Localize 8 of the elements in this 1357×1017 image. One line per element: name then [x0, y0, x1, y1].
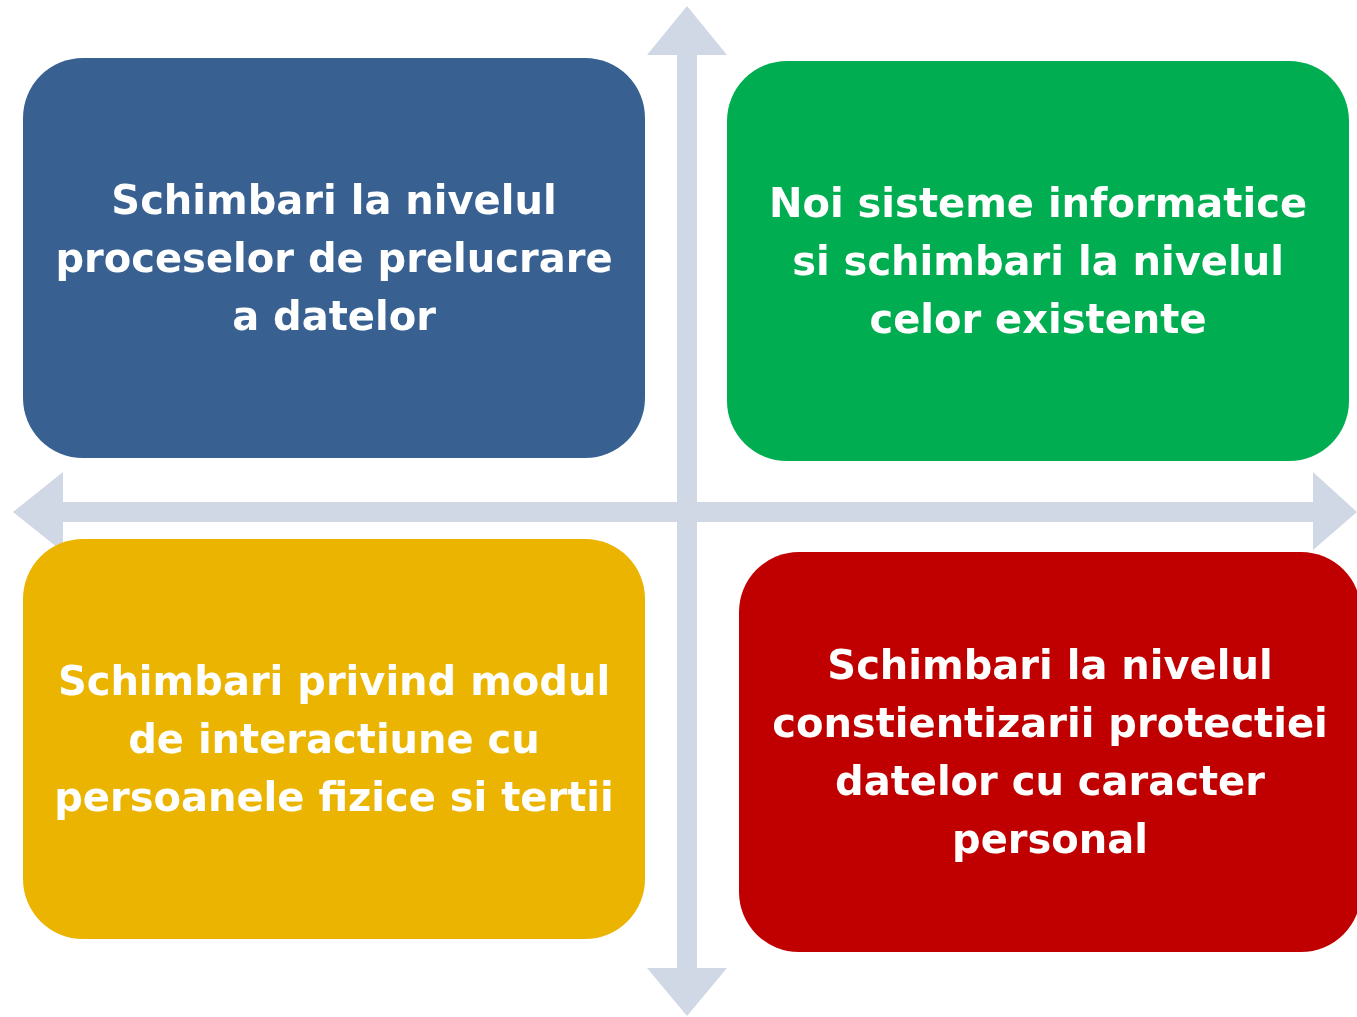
- box-text: Schimbari la nivelul proceselor de prelucrare a datelor: [54, 176, 614, 341]
- quadrant-box: [23, 539, 645, 939]
- quadrant-box: [727, 61, 1349, 461]
- box-text: Noi sisteme informatice si schimbari la nivelul celor existente: [767, 179, 1308, 344]
- quadrant-box: [23, 58, 645, 458]
- box-text: Schimbari la nivelul constientizarii protectiei datelor cu caracter personal: [771, 641, 1329, 864]
- quadrant-box: [739, 552, 1357, 952]
- box-text: Schimbari privind modul de interactiune cu persoanele fizice si tertii: [53, 657, 615, 822]
